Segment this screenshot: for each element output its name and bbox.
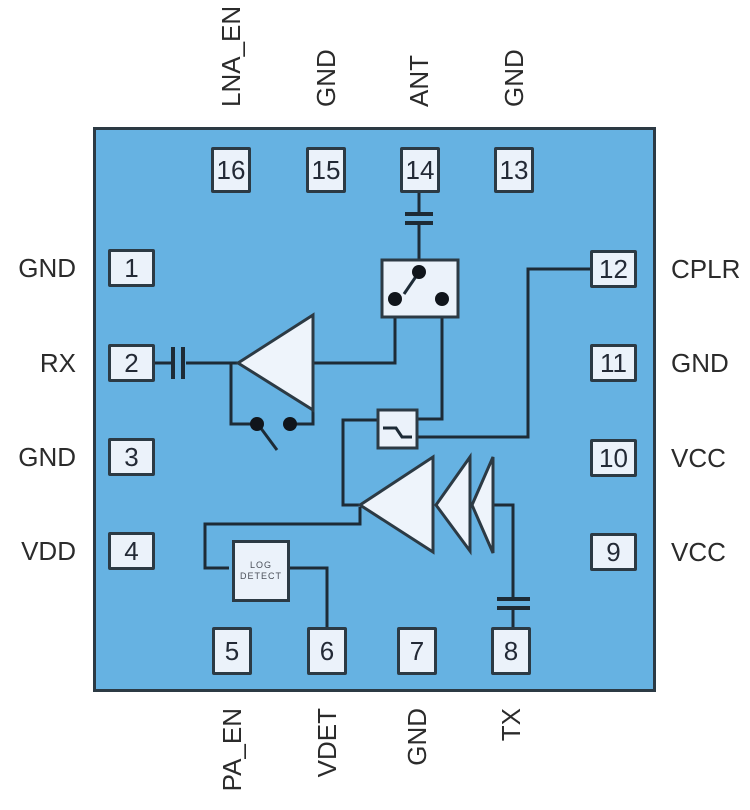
pin-16: 16 — [211, 147, 251, 193]
pin-9-number: 9 — [606, 536, 621, 567]
pin-1: 1 — [108, 249, 155, 287]
pin-4: 4 — [108, 532, 155, 570]
pin-14: 14 — [400, 147, 440, 193]
chip-body — [93, 127, 656, 692]
pa-to-coupler-wire — [341, 418, 378, 507]
pin-7: 7 — [397, 627, 437, 675]
pin-15-number: 15 — [311, 154, 341, 185]
pa-amplifier-stage3-icon — [470, 456, 495, 554]
coupler-glyph-icon — [383, 426, 412, 439]
pin-14-number: 14 — [405, 154, 435, 185]
pin-11: 11 — [590, 344, 637, 382]
pin-3-label: GND — [18, 442, 76, 472]
pin-10-number: 10 — [599, 442, 628, 473]
pin-8: 8 — [491, 627, 531, 675]
pin-1-number: 1 — [124, 252, 139, 283]
pin-2: 2 — [108, 344, 155, 382]
pin-1-label: GND — [18, 253, 76, 283]
log-detector-block: LOG DETECT — [232, 540, 290, 602]
pin-12-label: CPLR — [671, 254, 741, 284]
switch-pole-dot — [412, 265, 426, 279]
pin-12: 12 — [590, 250, 637, 288]
pin-10: 10 — [590, 439, 637, 477]
pin-6: 6 — [307, 627, 347, 675]
pin-16-number: 16 — [216, 154, 246, 185]
pin-15: 15 — [306, 147, 346, 193]
pa-amplifier-stage2-icon — [434, 452, 472, 556]
pa-input-wire — [493, 503, 515, 597]
antenna-switch-lever-icon — [402, 274, 419, 295]
lna-bypass-wire-left — [229, 363, 251, 426]
pin-10-label: VCC — [671, 443, 726, 473]
antenna-switch-box — [380, 258, 460, 319]
pin-7-number: 7 — [409, 635, 425, 666]
pin-2-number: 2 — [124, 347, 139, 378]
pin-13-number: 13 — [499, 154, 529, 185]
log-detector-label-line2: DETECT — [240, 571, 282, 581]
pin-6-number: 6 — [319, 635, 335, 666]
pin-11-number: 11 — [600, 347, 627, 378]
pin-9-label: VCC — [671, 537, 726, 567]
log-detector-label-line1: LOG — [249, 560, 272, 570]
pin-4-number: 4 — [124, 535, 139, 566]
pin-13: 13 — [494, 147, 534, 193]
switch-to-coupler-wire — [417, 317, 444, 421]
switch-throw-rx-dot — [388, 292, 402, 306]
pin-4-label: VDD — [21, 536, 76, 566]
pa-amplifier-stage1-icon — [357, 454, 435, 555]
coupler-to-cplr-wire — [417, 267, 590, 439]
lna-bypass-wire-right — [296, 408, 315, 426]
bypass-switch-lever-icon — [258, 426, 279, 451]
pin-2-label: RX — [39, 348, 76, 378]
detector-to-vdet-wire — [290, 566, 329, 627]
pin-3-number: 3 — [124, 441, 139, 472]
pin-8-number: 8 — [503, 635, 519, 666]
switch-throw-tx-dot — [435, 292, 449, 306]
pa-to-detector-wire — [203, 507, 362, 570]
bypass-contact-dot — [283, 417, 297, 431]
bypass-contact-dot — [250, 417, 264, 431]
pin-11-label: GND — [671, 348, 729, 378]
lna-output-wire — [313, 317, 397, 365]
pin-12-number: 12 — [599, 253, 628, 284]
pin-5: 5 — [212, 627, 252, 675]
lna-amplifier-icon — [235, 312, 315, 413]
pin-9: 9 — [590, 533, 637, 571]
pin-5-number: 5 — [224, 635, 240, 666]
pin-3: 3 — [108, 438, 155, 476]
